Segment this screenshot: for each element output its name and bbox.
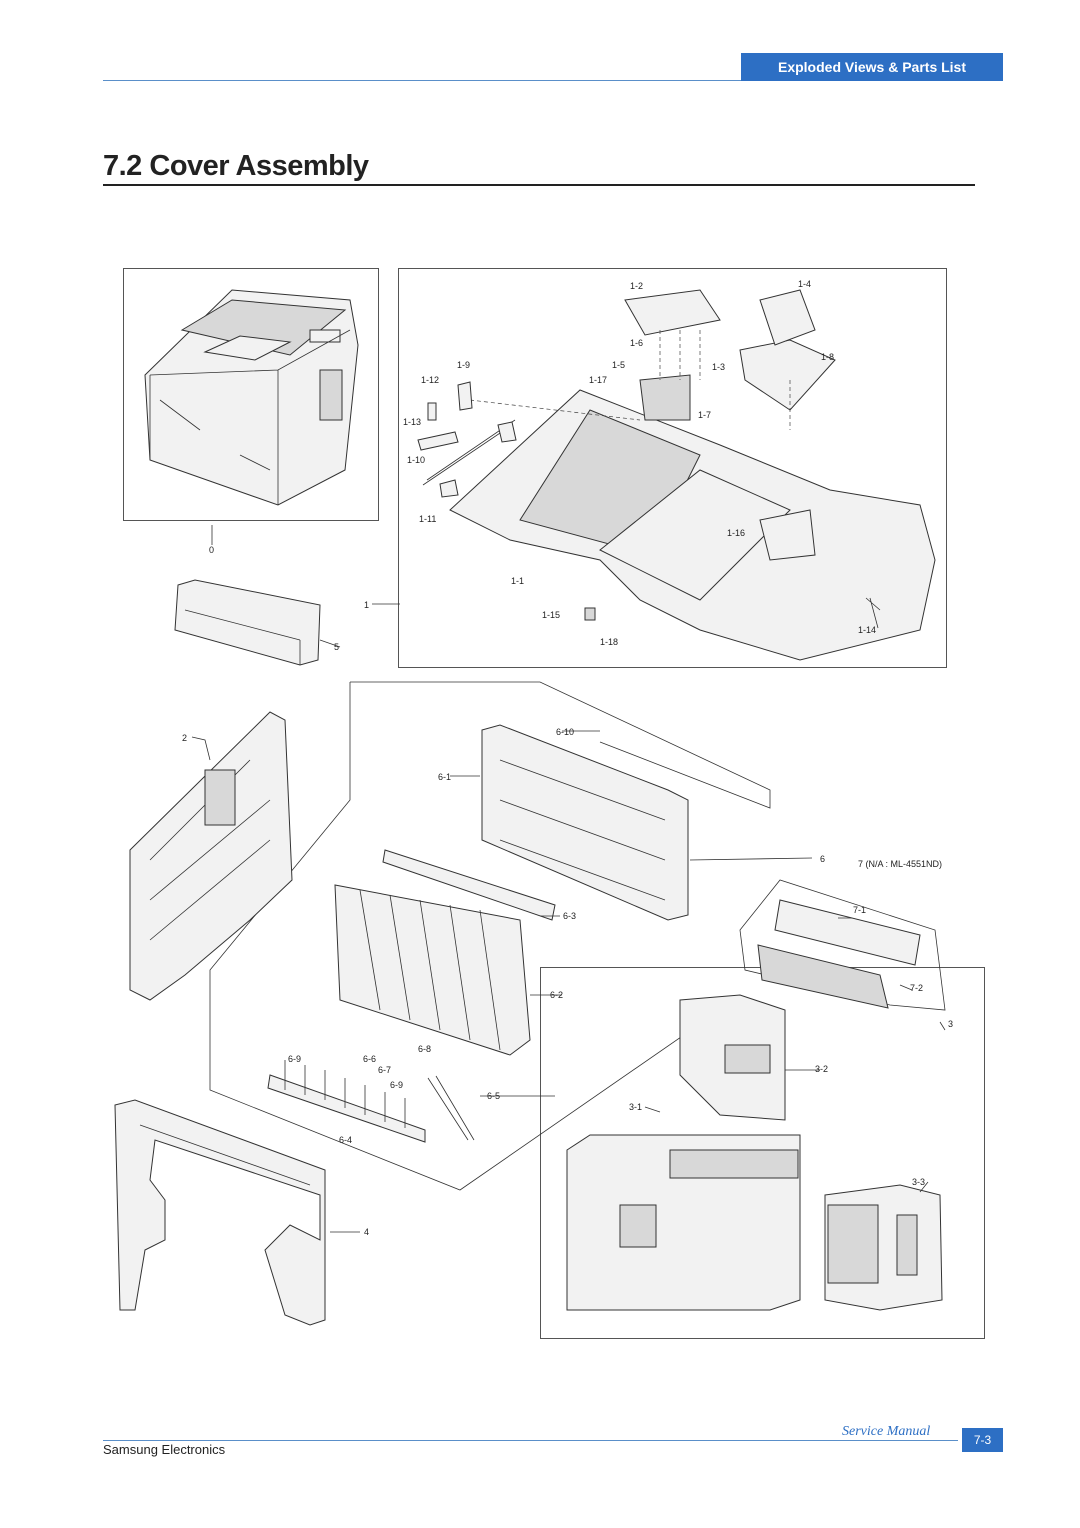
top-cover-illustration: [417, 289, 936, 661]
service-manual-label: Service Manual: [842, 1424, 931, 1439]
callout-5: 5: [334, 642, 339, 652]
rear-cover-part-6-1: [481, 724, 689, 921]
title-underline: [103, 184, 975, 186]
callout-6: 6: [820, 854, 825, 864]
callout-1-7: 1-7: [698, 410, 711, 420]
callout-1-18: 1-18: [600, 637, 618, 647]
callout-6-8: 6-8: [418, 1044, 431, 1054]
callout-0: 0: [209, 545, 214, 555]
callout-1-4: 1-4: [798, 279, 811, 289]
footer-rule: [103, 1440, 958, 1441]
callout-6-10: 6-10: [556, 727, 574, 737]
callout-1-16: 1-16: [727, 528, 745, 538]
callout-1-14: 1-14: [858, 625, 876, 635]
left-cover-part-2: [129, 711, 293, 1001]
callout-6-9-right: 6-9: [390, 1080, 403, 1090]
callout-1-2: 1-2: [630, 281, 643, 291]
callout-6-7: 6-7: [378, 1065, 391, 1075]
callout-6-9-left: 6-9: [288, 1054, 301, 1064]
callout-4: 4: [364, 1227, 369, 1237]
company-name: Samsung Electronics: [103, 1442, 226, 1457]
callout-1-6: 1-6: [630, 338, 643, 348]
callout-1-9: 1-9: [457, 360, 470, 370]
callout-6-6: 6-6: [363, 1054, 376, 1064]
callout-1-3: 1-3: [712, 362, 725, 372]
callout-6-1: 6-1: [438, 772, 451, 782]
callout-7: 7 (N/A : ML-4551ND): [858, 859, 942, 869]
tray-part-5: [174, 579, 321, 666]
page-title: 7.2 Cover Assembly: [103, 150, 369, 182]
callout-3-1: 3-1: [629, 1102, 642, 1112]
header-rule: [103, 80, 1003, 81]
callout-1-12: 1-12: [421, 375, 439, 385]
callout-1-13: 1-13: [403, 417, 421, 427]
callout-7-1: 7-1: [853, 905, 866, 915]
callout-6-3: 6-3: [563, 911, 576, 921]
callout-1-8: 1-8: [821, 352, 834, 362]
callout-1-11: 1-11: [419, 514, 436, 524]
frame-part-4: [114, 1099, 326, 1326]
callout-1-15: 1-15: [542, 610, 560, 620]
callout-1-17: 1-17: [589, 375, 607, 385]
right-cover-part-3: [566, 994, 943, 1311]
printer-illustration: [144, 289, 359, 506]
page-number: 7-3: [962, 1428, 1003, 1452]
callout-3-2: 3-2: [815, 1064, 828, 1074]
callout-6-4: 6-4: [339, 1135, 352, 1145]
callout-6-2: 6-2: [550, 990, 563, 1000]
section-tab: Exploded Views & Parts List: [741, 53, 1003, 81]
callout-1: 1: [364, 600, 369, 610]
callout-2: 2: [182, 733, 187, 743]
callout-7-2: 7-2: [910, 983, 923, 993]
duplex-unit-part-6-2: [334, 849, 556, 1056]
roller-part-6-4: [267, 1060, 426, 1143]
callout-3: 3: [948, 1019, 953, 1029]
callout-3-3: 3-3: [912, 1177, 925, 1187]
callout-6-5: 6-5: [487, 1091, 500, 1101]
callout-1-5: 1-5: [612, 360, 625, 370]
callout-1-10: 1-10: [407, 455, 425, 465]
tray-part-7: [739, 879, 946, 1011]
callout-1-1: 1-1: [511, 576, 524, 586]
